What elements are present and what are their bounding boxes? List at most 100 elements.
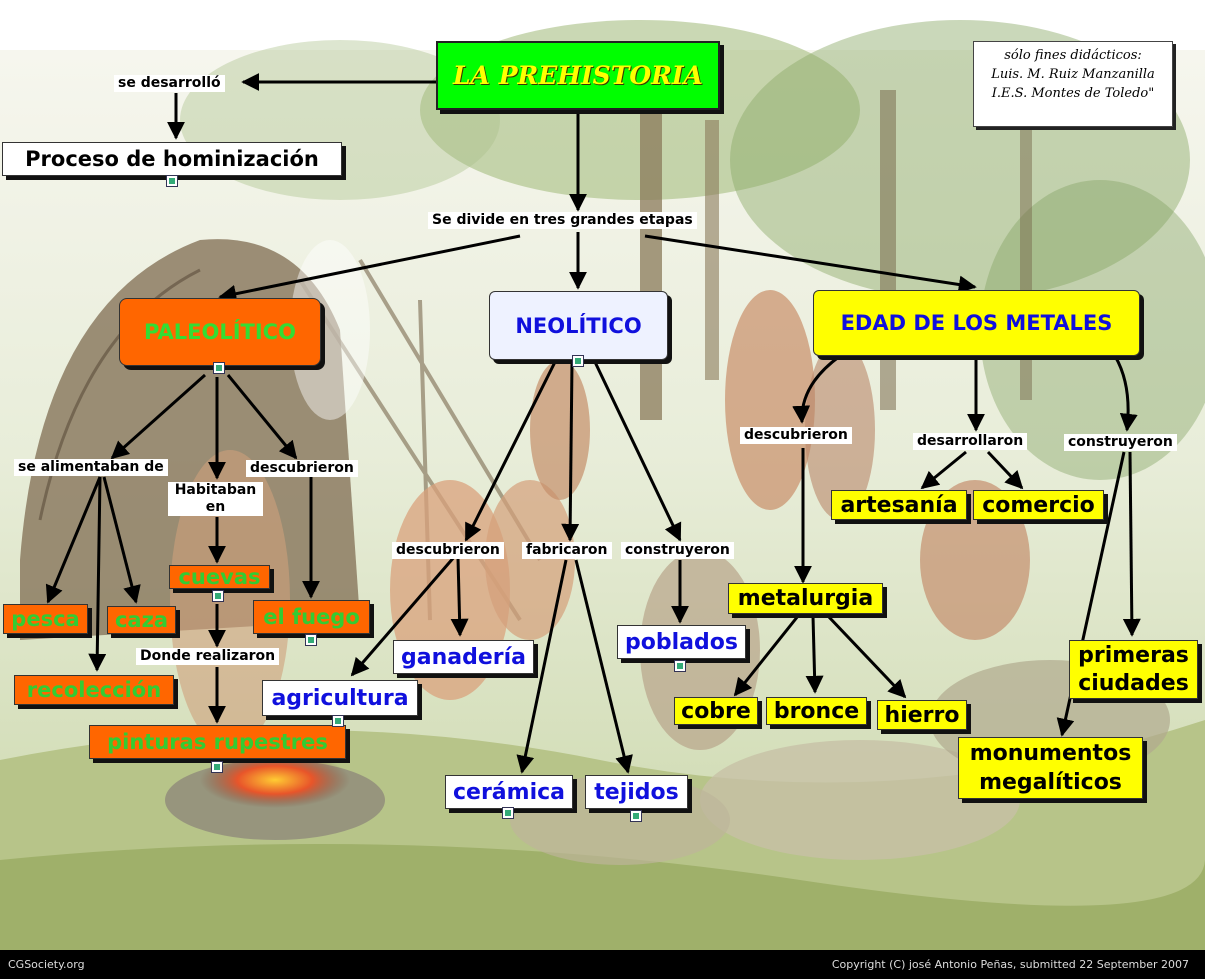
node-monumentos-text: monumentos megalíticos: [969, 741, 1132, 795]
label-descubrieron-paleo: descubrieron: [246, 460, 358, 477]
node-metales-text: EDAD DE LOS METALES: [840, 311, 1113, 335]
arrow-metalurgia-bronce: [805, 615, 824, 694]
node-comercio-text: comercio: [982, 492, 1095, 518]
arrow-neo-fabricaron: [561, 361, 580, 542]
label-se-divide: Se divide en tres grandes etapas: [428, 212, 697, 229]
node-el-fuego[interactable]: el fuego: [253, 600, 370, 634]
node-edad-metales[interactable]: EDAD DE LOS METALES: [813, 290, 1140, 356]
arrow-alim-caza: [102, 476, 141, 604]
credit-line-2: Luis. M. Ruiz Manzanilla: [991, 67, 1155, 82]
node-ganaderia-text: ganadería: [400, 644, 526, 670]
label-construyeron-metal: construyeron: [1064, 434, 1177, 451]
label-descubrieron-neo: descubrieron: [392, 542, 504, 559]
node-bronce[interactable]: bronce: [766, 697, 867, 725]
attachment-icon[interactable]: [166, 175, 178, 187]
node-hierro-text: hierro: [884, 702, 960, 728]
node-artesania[interactable]: artesanía: [831, 490, 967, 520]
node-tejidos[interactable]: tejidos: [585, 775, 688, 809]
label-habitaban: Habitaban en: [168, 482, 263, 516]
footer-site[interactable]: CGSociety.org: [8, 958, 85, 971]
node-agricultura-text: agricultura: [271, 685, 409, 711]
node-monumentos-megaliticos[interactable]: monumentos megalíticos: [958, 737, 1143, 799]
node-poblados-text: poblados: [625, 629, 738, 655]
attachment-icon[interactable]: [674, 660, 686, 672]
node-pinturas-rupestres[interactable]: pinturas rupestres: [89, 725, 346, 759]
node-ceramica-text: cerámica: [452, 779, 565, 805]
label-se-desarrollo: se desarrolló: [114, 75, 225, 92]
arrow-metalurgia-cobre: [733, 615, 800, 697]
arrow-neo-construyeron: [593, 361, 682, 542]
label-desarrollaron: desarrollaron: [913, 433, 1028, 450]
arrow-desarr-comercio: [986, 450, 1024, 490]
arrow-descub-agricultura: [350, 555, 457, 677]
arrow-constr-ciudades: [1122, 451, 1141, 637]
footer-bar: CGSociety.org Copyright (C) josé Antonio…: [0, 950, 1205, 979]
title-node[interactable]: LA PREHISTORIA: [436, 41, 720, 110]
node-ceramica[interactable]: cerámica: [445, 775, 573, 809]
attachment-icon[interactable]: [211, 761, 223, 773]
attachment-icon[interactable]: [213, 362, 225, 374]
node-pesca[interactable]: pesca: [3, 604, 88, 634]
node-bronce-text: bronce: [773, 698, 860, 724]
node-recoleccion[interactable]: recolección: [14, 675, 174, 705]
arrow-descub-ganaderia: [450, 557, 469, 637]
node-comercio[interactable]: comercio: [973, 490, 1104, 520]
node-paleolitico-text: PALEOLÍTICO: [144, 320, 296, 344]
node-paleolitico[interactable]: PALEOLÍTICO: [119, 298, 321, 366]
arrow-metal-construyeron: [1113, 355, 1138, 432]
node-proceso-hominizacion[interactable]: Proceso de hominización: [2, 142, 342, 176]
node-proceso-text: Proceso de hominización: [25, 147, 319, 171]
node-primeras-ciudades-text: primeras ciudades: [1078, 642, 1189, 696]
node-metalurgia-text: metalurgia: [737, 586, 874, 611]
arrow-desarr-artesania: [920, 450, 967, 490]
node-pinturas-text: pinturas rupestres: [107, 730, 328, 754]
node-cuevas-text: cuevas: [178, 565, 261, 589]
label-fabricaron: fabricaron: [522, 542, 612, 559]
node-artesania-text: artesanía: [840, 492, 958, 518]
attachment-icon[interactable]: [305, 634, 317, 646]
label-construyeron-neo: construyeron: [621, 542, 734, 559]
node-cobre-text: cobre: [681, 698, 751, 724]
arrow-neo-descubrieron: [464, 361, 557, 542]
node-cobre[interactable]: cobre: [674, 697, 758, 725]
node-metalurgia[interactable]: metalurgia: [728, 583, 883, 614]
attachment-icon[interactable]: [572, 355, 584, 367]
credit-line-1: sólo fines didácticos:: [1004, 48, 1142, 63]
title-text: LA PREHISTORIA: [453, 61, 703, 90]
arrow-fabric-ceramica: [516, 559, 568, 774]
node-primeras-ciudades[interactable]: primeras ciudades: [1069, 640, 1198, 699]
node-pesca-text: pesca: [11, 607, 80, 631]
arrow-metalurgia-hierro: [826, 614, 907, 699]
node-tejidos-text: tejidos: [594, 779, 679, 805]
node-caza[interactable]: caza: [107, 606, 176, 634]
arrow-alim-pesca: [45, 476, 102, 604]
node-fuego-text: el fuego: [263, 605, 360, 629]
credit-box: sólo fines didácticos: Luis. M. Ruiz Man…: [973, 41, 1173, 127]
arrow-divide-paleolitico: [218, 234, 521, 303]
node-ganaderia[interactable]: ganadería: [393, 640, 534, 674]
label-descubrieron-metal: descubrieron: [740, 427, 852, 444]
arrow-paleo-alimentaban: [110, 373, 206, 460]
arrow-paleo-descubrieron: [226, 374, 298, 460]
credit-line-3: I.E.S. Montes de Toledo": [991, 86, 1155, 101]
label-donde-realizaron: Donde realizaron: [136, 648, 280, 665]
attachment-icon[interactable]: [332, 715, 344, 727]
node-cuevas[interactable]: cuevas: [169, 565, 270, 589]
node-neolitico[interactable]: NEOLÍTICO: [489, 291, 668, 360]
footer-copyright: Copyright (C) josé Antonio Peñas, submit…: [831, 958, 1189, 971]
attachment-icon[interactable]: [212, 590, 224, 602]
arrow-divide-metales: [644, 234, 977, 294]
arrow-alim-recoleccion: [88, 476, 107, 672]
label-se-alimentaban: se alimentaban de: [14, 459, 168, 476]
node-agricultura[interactable]: agricultura: [262, 680, 418, 716]
node-caza-text: caza: [114, 608, 168, 632]
node-hierro[interactable]: hierro: [877, 700, 967, 730]
arrow-fabric-tejidos: [574, 559, 633, 774]
attachment-icon[interactable]: [630, 810, 642, 822]
arrow-metal-descubrieron: [792, 354, 841, 424]
node-recoleccion-text: recolección: [26, 678, 162, 702]
node-neolitico-text: NEOLÍTICO: [515, 313, 642, 338]
node-poblados[interactable]: poblados: [617, 625, 746, 659]
attachment-icon[interactable]: [502, 807, 514, 819]
